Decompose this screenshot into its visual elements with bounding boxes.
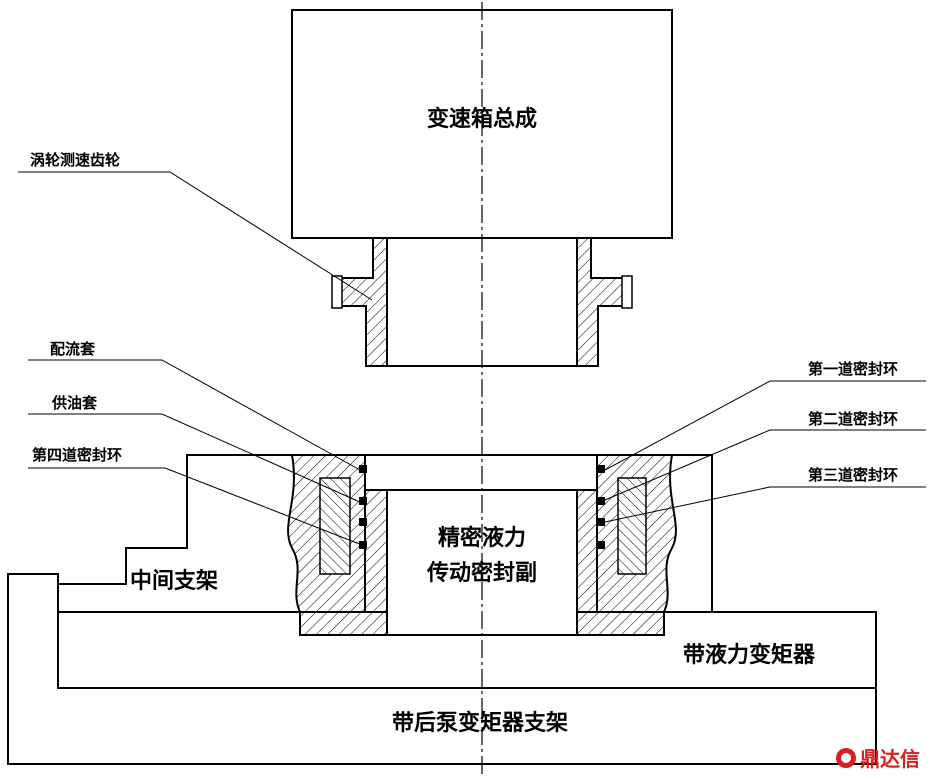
leader-seal1	[604, 380, 926, 471]
right-seal-ring-2	[597, 497, 605, 505]
leader-flow-sleeve	[28, 359, 361, 471]
label-seal1: 第一道密封环	[808, 360, 898, 378]
right-seal-ring-1	[597, 465, 605, 473]
left-gear-tooth	[331, 275, 343, 309]
leader-seal3	[604, 486, 926, 523]
logo-text: 鼎达信	[860, 747, 920, 771]
left-flange	[299, 611, 388, 636]
left-flow-sleeve	[319, 477, 351, 575]
left-seal-ring-4	[359, 541, 367, 549]
label-gearbox: 变速箱总成	[427, 106, 537, 132]
right-flange	[576, 611, 665, 636]
label-precision-line2: 传动密封副	[426, 560, 537, 586]
right-seal-ring-3	[597, 518, 605, 526]
label-torque-converter: 带液力变矩器	[683, 642, 816, 668]
label-seal3: 第三道密封环	[808, 466, 898, 484]
right-flow-sleeve	[617, 477, 647, 575]
left-shaft-wall	[339, 237, 388, 367]
label-turbine-gear: 涡轮测速齿轮	[30, 151, 120, 169]
label-flow-sleeve: 配流套	[50, 340, 96, 358]
label-seal4: 第四道密封环	[32, 446, 122, 464]
leader-seal2	[604, 429, 926, 501]
right-gear-tooth	[621, 275, 633, 309]
label-rear-pump-bracket: 带后泵变矩器支架	[392, 710, 568, 736]
left-seal-ring-2	[359, 497, 367, 505]
torque-converter-body	[57, 611, 877, 689]
left-seal-ring-1	[359, 465, 367, 473]
label-oil-sleeve: 供油套	[51, 394, 98, 412]
leader-oil-sleeve	[28, 413, 363, 504]
label-middle-bracket: 中间支架	[130, 568, 218, 594]
leader-turbine-gear	[18, 171, 373, 301]
logo: 鼎达信	[836, 747, 920, 771]
right-shaft-wall	[576, 237, 625, 367]
left-seal-ring-3	[359, 518, 367, 526]
leader-seal4	[28, 467, 363, 546]
label-seal2: 第二道密封环	[808, 410, 898, 428]
right-seal-ring-4	[597, 541, 605, 549]
label-precision-line1: 精密液力	[438, 525, 526, 551]
